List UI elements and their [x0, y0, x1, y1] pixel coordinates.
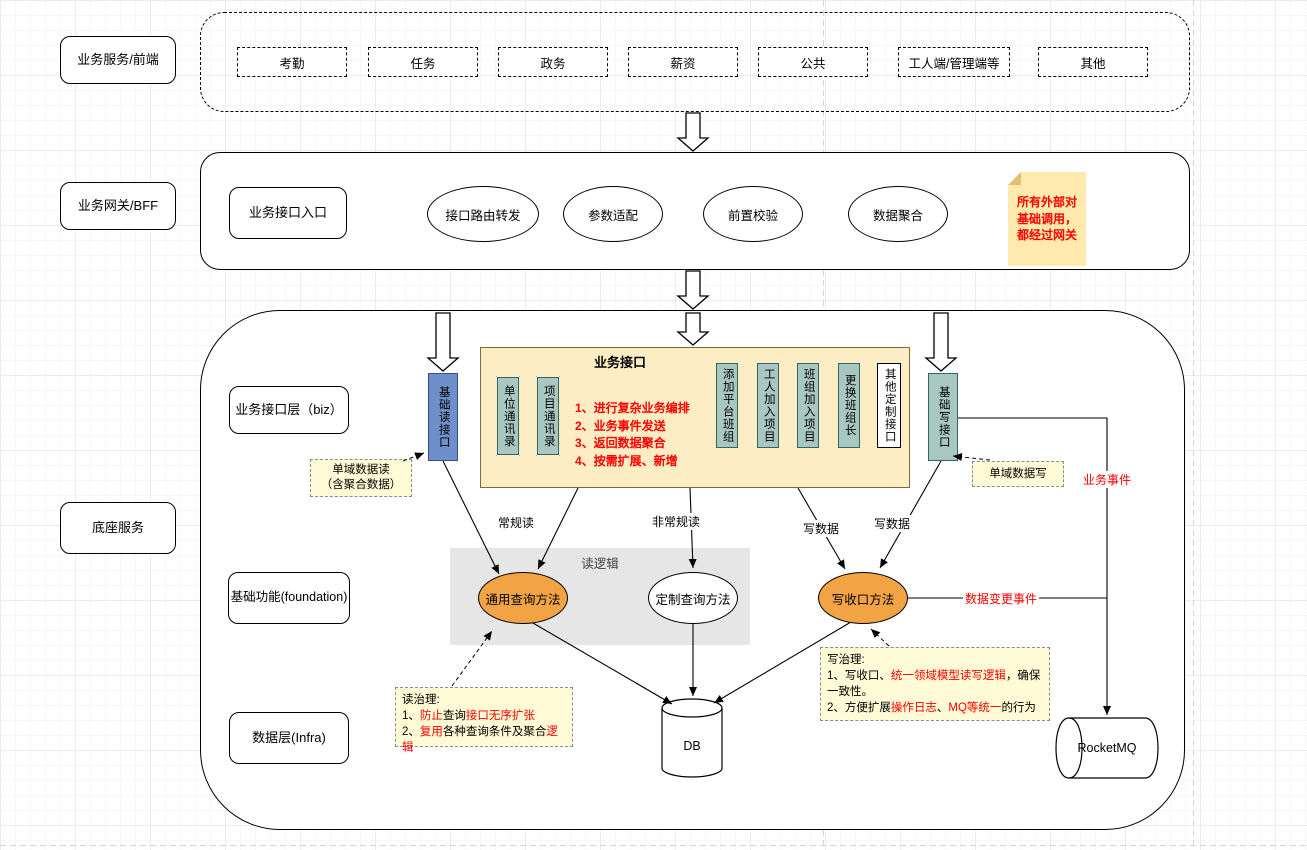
layer-label-frontend-text: 业务服务/前端 — [77, 51, 159, 67]
duty-line: 3、返回数据聚合 — [575, 436, 666, 450]
gateway-capability-pre-check[interactable]: 前置校验 — [703, 186, 803, 242]
layer-label-foundation[interactable]: 基础功能(foundation) — [228, 572, 350, 624]
block-arrow-gateway-to-base — [676, 270, 710, 310]
biz-event-label: 业务事件 — [1081, 471, 1134, 488]
api-text: 更换班组长 — [843, 374, 856, 437]
api-text: 单位通讯录 — [502, 384, 515, 448]
api-team-join-project[interactable]: 班组加入项目 — [797, 363, 819, 448]
rocketmq-label[interactable]: RocketMQ — [1077, 741, 1137, 755]
layer-label-gateway[interactable]: 业务网关/BFF — [60, 182, 176, 230]
base-read-api-box[interactable]: 基础读接口 — [428, 373, 458, 461]
ellipse-text: 定制查询方法 — [655, 592, 731, 607]
read-governance-line2: 2、复用各种查询条件及聚合逻辑 — [402, 726, 558, 754]
capability-text: 数据聚合 — [872, 208, 923, 223]
base-write-api-box[interactable]: 基础写接口 — [928, 373, 958, 461]
frontend-module-other[interactable]: 其他 — [1038, 47, 1148, 77]
data-change-event-label: 数据变更事件 — [963, 590, 1040, 607]
layer-label-base-text: 底座服务 — [91, 519, 144, 535]
write-governance-note[interactable]: 写治理: 1、写收口、统一领域模型读写逻辑，确保一致性。 2、方便扩展操作日志、… — [820, 647, 1050, 721]
edge-label-write-2: 写数据 — [872, 515, 913, 532]
gateway-capability-routing[interactable]: 接口路由转发 — [427, 186, 539, 242]
module-text: 政务 — [540, 56, 566, 71]
edge-label-unusual-read: 非常规读 — [650, 513, 703, 530]
frontend-module-task[interactable]: 任务 — [368, 47, 478, 77]
note-text: （含聚合数据） — [320, 479, 402, 491]
layer-label-infra[interactable]: 数据层(Infra) — [229, 712, 349, 764]
module-text: 考勤 — [279, 56, 305, 71]
module-text: 任务 — [410, 56, 436, 71]
note-text: 单域数据读 — [332, 464, 390, 477]
read-api-text: 基础读接口 — [437, 385, 450, 449]
write-governance-line2: 2、方便扩展操作日志、MQ等统一的行为 — [827, 702, 1036, 714]
layer-label-base[interactable]: 底座服务 — [60, 502, 176, 554]
api-project-contacts[interactable]: 项目通讯录 — [537, 377, 559, 455]
api-change-team-leader[interactable]: 更换班组长 — [838, 363, 860, 448]
write-api-text: 基础写接口 — [937, 385, 950, 449]
layer-label-biz[interactable]: 业务接口层（biz） — [229, 386, 349, 434]
api-worker-join-project[interactable]: 工人加入项目 — [757, 363, 779, 448]
biz-api-box-title: 业务接口 — [593, 355, 646, 370]
layer-label-frontend[interactable]: 业务服务/前端 — [60, 36, 176, 84]
frontend-module-attendance[interactable]: 考勤 — [237, 47, 347, 77]
layer-label-foundation-text: 基础功能(foundation) — [230, 590, 348, 605]
frontend-module-gov[interactable]: 政务 — [498, 47, 608, 77]
read-governance-line1: 1、防止查询接口无序扩张 — [402, 710, 535, 722]
module-text: 公共 — [800, 56, 826, 71]
write-governance-line1: 1、写收口、统一领域模型读写逻辑，确保一致性。 — [827, 670, 1041, 698]
custom-query-ellipse[interactable]: 定制查询方法 — [648, 572, 738, 624]
duty-line: 1、进行复杂业务编排 — [575, 401, 690, 415]
capability-text: 接口路由转发 — [445, 208, 521, 223]
write-governance-title: 写治理: — [827, 654, 865, 666]
capability-text: 前置校验 — [727, 208, 778, 223]
ellipse-text: 写收口方法 — [831, 592, 895, 607]
duty-line: 2、业务事件发送 — [575, 418, 666, 433]
api-text: 工人加入项目 — [762, 368, 775, 443]
module-text: 薪资 — [670, 56, 696, 71]
frontend-band-container[interactable] — [200, 12, 1190, 112]
capability-text: 参数适配 — [587, 208, 638, 223]
common-query-ellipse[interactable]: 通用查询方法 — [478, 572, 568, 624]
edge-label-normal-read: 常规读 — [496, 514, 537, 531]
api-text: 添加平台班组 — [721, 368, 734, 443]
api-text: 其他定制接口 — [883, 368, 896, 443]
api-text: 项目通讯录 — [542, 384, 555, 448]
block-arrow-frontend-to-gateway — [676, 112, 710, 152]
api-add-platform-team[interactable]: 添加平台班组 — [716, 363, 738, 448]
api-text: 班组加入项目 — [802, 368, 815, 443]
gateway-note-text: 所有外部对基础调用，都经过网关 — [1016, 194, 1077, 243]
api-unit-contacts[interactable]: 单位通讯录 — [497, 377, 519, 455]
gateway-sticky-note[interactable]: 所有外部对基础调用，都经过网关 — [1008, 172, 1086, 266]
read-logic-label: 读逻辑 — [581, 557, 619, 571]
write-method-ellipse[interactable]: 写收口方法 — [818, 572, 908, 624]
read-governance-note[interactable]: 读治理: 1、防止查询接口无序扩张 2、复用各种查询条件及聚合逻辑 — [395, 687, 573, 754]
single-domain-write-note[interactable]: 单域数据写 — [972, 461, 1064, 487]
single-domain-read-note[interactable]: 单域数据读 （含聚合数据） — [310, 459, 412, 497]
read-governance-title: 读治理: — [402, 694, 440, 706]
layer-label-biz-text: 业务接口层（biz） — [235, 401, 343, 417]
duty-line: 4、按需扩展、新增 — [575, 453, 678, 468]
frontend-module-salary[interactable]: 薪资 — [628, 47, 738, 77]
gateway-entry-box[interactable]: 业务接口入口 — [229, 187, 347, 239]
gateway-capability-param-adapt[interactable]: 参数适配 — [563, 186, 663, 242]
layer-label-infra-text: 数据层(Infra) — [252, 729, 326, 745]
biz-duties-list: 1、进行复杂业务编排 2、业务事件发送 3、返回数据聚合 4、按需扩展、新增 — [575, 400, 690, 470]
module-text: 工人端/管理端等 — [908, 56, 1000, 71]
api-other-custom[interactable]: 其他定制接口 — [877, 363, 901, 448]
layer-label-gateway-text: 业务网关/BFF — [77, 197, 159, 213]
ellipse-text: 通用查询方法 — [485, 592, 561, 607]
module-text: 其他 — [1080, 56, 1106, 71]
frontend-module-public[interactable]: 公共 — [758, 47, 868, 77]
note-text: 单域数据写 — [989, 467, 1047, 480]
gateway-capability-aggregation[interactable]: 数据聚合 — [848, 186, 948, 242]
edge-label-write-1: 写数据 — [801, 520, 842, 537]
db-label[interactable]: DB — [683, 739, 701, 753]
frontend-module-worker-admin[interactable]: 工人端/管理端等 — [898, 47, 1010, 77]
gateway-entry-text: 业务接口入口 — [248, 204, 327, 220]
